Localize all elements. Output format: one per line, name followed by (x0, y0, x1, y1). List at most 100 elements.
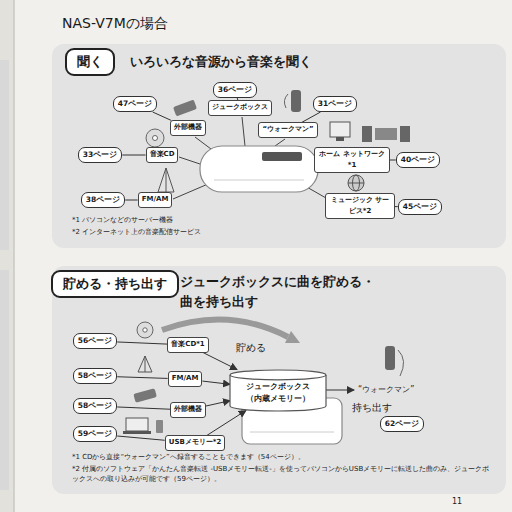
earphone-icon (398, 350, 404, 376)
page-reference: 38ページ (81, 192, 125, 208)
walkman-icon (291, 90, 301, 112)
page-reference: 58ページ (73, 398, 117, 414)
device-body (200, 146, 318, 192)
page-reference: 56ページ (73, 333, 117, 349)
page-number: 58ページ (78, 400, 112, 412)
globe-icon (348, 175, 364, 191)
label-text: 外部機器 (174, 404, 202, 415)
page-gutter (13, 0, 15, 512)
connector-line (153, 112, 172, 120)
connector-line (117, 342, 167, 344)
section-heading: いろいろな音源から音楽を聞く (130, 52, 390, 72)
walkman-icon (385, 346, 395, 370)
page-number: 40ページ (401, 154, 435, 166)
badge-text: 貯める・持ち出す (63, 274, 167, 295)
facing-panel (0, 60, 9, 250)
note-text: “ウォークマン” (358, 385, 414, 395)
tower-icon (145, 356, 146, 372)
source-label: FM/AM (168, 371, 203, 386)
note-text: 11 (452, 497, 462, 507)
connector-line (207, 411, 246, 436)
connector-line (125, 200, 137, 201)
label-text: FM/AM (172, 373, 199, 384)
earphone-icon (284, 94, 288, 108)
label-text: 音楽CD*1 (171, 339, 204, 350)
source-label: USBメモリー*2 (165, 435, 226, 450)
icons-bottom (123, 320, 404, 444)
page-title: NAS-V7Mの場合 (62, 14, 168, 32)
label-text: 外部機器 (174, 122, 202, 133)
leader-line (173, 184, 208, 199)
label-text: ミュージック サービス*2 (329, 195, 391, 217)
cd-hole (143, 328, 147, 332)
device-top (200, 146, 318, 192)
facing-page (0, 0, 14, 512)
connector-line (117, 407, 170, 409)
leader-line (242, 117, 245, 146)
note-text: *1 パソコンなどのサーバー機器 (72, 216, 173, 225)
note-text: 貯める (236, 342, 266, 354)
computer-stand (336, 137, 344, 141)
section-badge: 貯める・持ち出す (51, 270, 179, 299)
label-text: ジュークボックス (212, 102, 268, 113)
laptop-base (123, 431, 151, 434)
tower-icon (158, 168, 174, 192)
store-arrow (162, 320, 288, 337)
page-number: 56ページ (78, 335, 112, 347)
device-line (250, 432, 334, 433)
laptop-icon (126, 418, 148, 431)
connector-line (202, 381, 230, 384)
page-reference: 31ページ (313, 96, 357, 112)
page-reference: 62ページ (380, 416, 424, 432)
page-number: 45ページ (403, 201, 437, 213)
globe-equator (348, 183, 364, 184)
page-number: 36ページ (218, 84, 252, 96)
external-device-icon (173, 100, 197, 117)
note-text: *2 インターネット上の音楽配信サービス (72, 228, 201, 237)
section-badge: 聞く (65, 48, 115, 77)
connector-line (117, 377, 167, 379)
note-text: *2 付属のソフトウェア「かんたん音楽転送 -USBメモリー転送-」を使ってパソ… (72, 464, 492, 484)
connector-line (122, 155, 145, 156)
page-reference: 36ページ (213, 82, 257, 98)
tower-icon (138, 356, 152, 372)
source-label: 音楽CD*1 (167, 337, 208, 352)
device-display (262, 152, 302, 161)
tower-icon (166, 168, 167, 192)
icons-top (146, 90, 410, 192)
computer-icon (330, 122, 350, 137)
label-text: USBメモリー*2 (169, 437, 222, 448)
cd-icon (146, 129, 164, 147)
connector-line (302, 112, 321, 122)
page-number: 59ページ (78, 428, 112, 440)
source-label: ジュークボックス (208, 100, 272, 115)
source-label: 外部機器 (170, 402, 206, 417)
source-label: ホーム ネットワーク*1 (314, 147, 390, 173)
label-text: FM/AM (142, 194, 169, 205)
usb-icon (156, 420, 163, 433)
jukebox-cylinder: ジュークボックス （内蔵メモリー） (230, 370, 326, 411)
label-text: “ウォークマン” (262, 124, 313, 135)
speaker-icon (362, 126, 372, 142)
cd-icon (137, 322, 153, 338)
note-text: *1 CDから直接“ウォークマン”へ録音することもできます（54ページ）。 (72, 452, 492, 462)
facing-panel (0, 270, 9, 490)
page-reference: 59ページ (73, 426, 117, 442)
page-number: 31ページ (318, 98, 352, 110)
page-reference: 58ページ (73, 368, 117, 384)
external-device-icon (133, 388, 157, 402)
connector-line (203, 353, 237, 370)
stereo-icon (375, 128, 397, 140)
page-reference: 47ページ (113, 96, 157, 112)
badge-text: 聞く (77, 52, 103, 73)
leader-line (275, 139, 285, 146)
page-reference: 45ページ (398, 199, 442, 215)
page-number: 38ページ (86, 194, 120, 206)
section-heading: ジュークボックスに曲を貯める・曲を持ち出す (180, 272, 378, 312)
device-line (214, 180, 304, 181)
speaker-icon (400, 126, 410, 142)
cylinder-shape (230, 370, 326, 411)
connector-line (206, 401, 230, 406)
source-label: ミュージック サービス*2 (325, 193, 395, 219)
